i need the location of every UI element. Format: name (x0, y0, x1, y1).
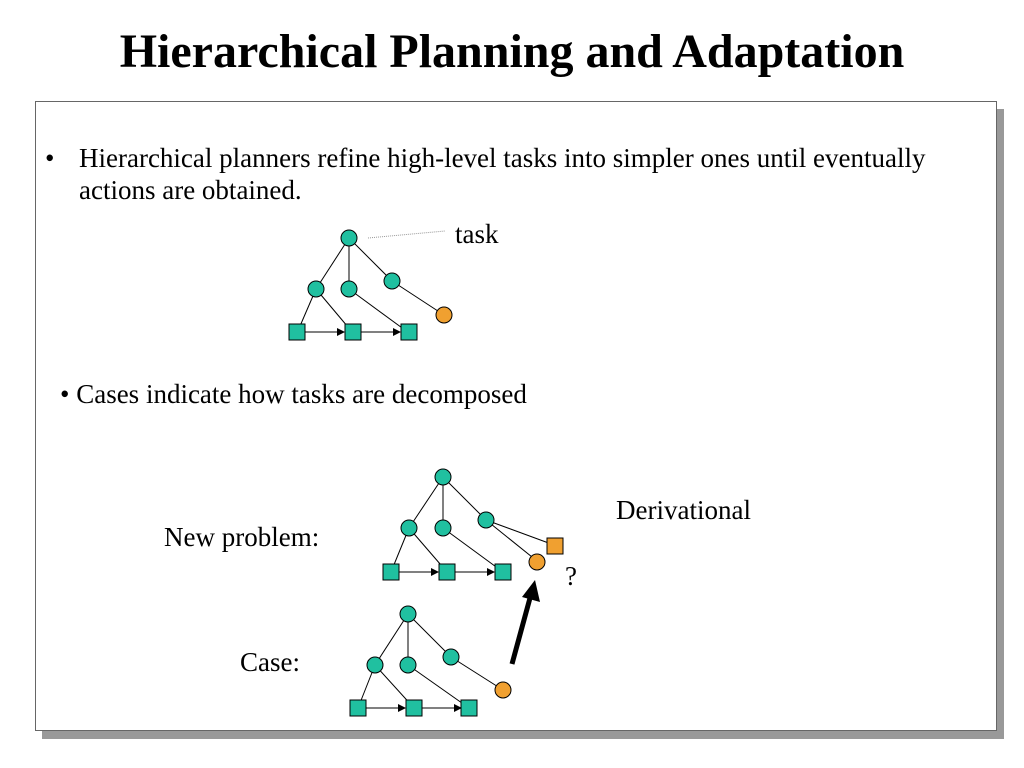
action-node (460, 699, 478, 717)
action-node (405, 699, 423, 717)
new-problem-tree (390, 476, 555, 576)
new-problem-label: New problem: (164, 522, 320, 552)
tree-edge (407, 664, 470, 709)
adaptation-arrow (509, 580, 540, 665)
tree-edge (442, 527, 504, 573)
task-node (434, 468, 452, 486)
new-problem-tree-nodes (382, 468, 564, 581)
task-pointer-line (367, 230, 446, 239)
task-node (400, 519, 418, 537)
bullet-marker: • (45, 143, 55, 173)
action-node (400, 323, 418, 341)
tree-edge (442, 476, 487, 521)
task-node (442, 648, 460, 666)
bullet-text: Cases indicate how tasks are decomposed (76, 379, 527, 409)
task-node (340, 280, 358, 298)
bullet-cases: • Cases indicate how tasks are decompose… (60, 378, 527, 410)
open-task-node (528, 553, 546, 571)
action-node (288, 323, 306, 341)
tree-edge (450, 656, 504, 691)
tree-edge (391, 280, 445, 316)
action-node (494, 563, 512, 581)
tree-edge (485, 519, 538, 562)
tree-edge (315, 237, 350, 290)
tree-edge (374, 613, 409, 666)
tree-edge (485, 519, 555, 546)
question-mark-label: ? (565, 561, 577, 591)
action-node (349, 699, 367, 717)
task-node (434, 519, 452, 537)
bullet-hierarchical-planners: • Hierarchical planners refine high-leve… (45, 142, 945, 206)
content-frame (35, 101, 997, 731)
tree-edge (348, 288, 410, 334)
task-node (307, 280, 325, 298)
bullet-text: Hierarchical planners refine high-level … (79, 143, 926, 205)
action-node (382, 563, 400, 581)
task-label: task (455, 219, 499, 249)
tree-edge (348, 237, 393, 282)
task-node (477, 511, 495, 529)
tree-edge (408, 476, 444, 529)
bullet-marker: • (60, 379, 70, 409)
task-node (383, 272, 401, 290)
case-label: Case: (240, 647, 300, 677)
task-node (366, 656, 384, 674)
task-tree-nodes (288, 229, 453, 341)
case-tree-nodes (349, 605, 512, 717)
action-node (438, 563, 456, 581)
open-task-node (494, 681, 512, 699)
tree-edge (407, 613, 452, 658)
task-node (340, 229, 358, 247)
task-node (399, 656, 417, 674)
task-node (399, 605, 417, 623)
action-node (344, 323, 362, 341)
slide-title: Hierarchical Planning and Adaptation (119, 25, 905, 78)
open-action-node (546, 537, 564, 555)
derivational-label: Derivational (616, 495, 751, 525)
open-task-node (435, 306, 453, 324)
